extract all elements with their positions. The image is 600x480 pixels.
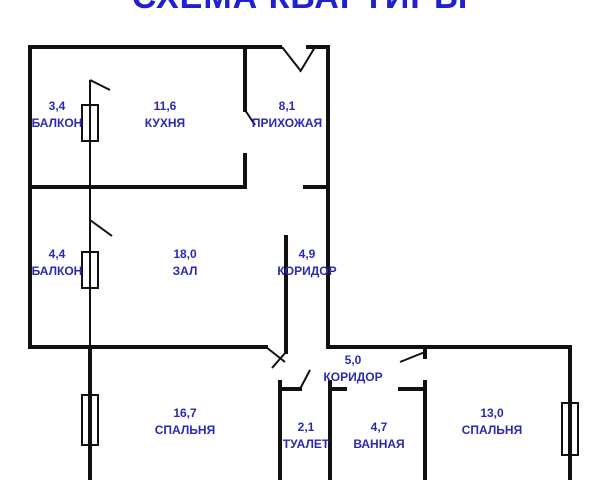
room-name: БАЛКОН [31,116,83,130]
room-label-toilet: 2,1 ТУАЛЕТ [278,419,334,453]
room-name: ЗАЛ [172,264,198,278]
room-area: 4,7 [370,420,388,434]
room-area: 4,9 [298,247,316,261]
room-name: ТУАЛЕТ [282,437,330,451]
room-label-living-room: 18,0 ЗАЛ [150,246,220,280]
room-label-kitchen: 11,6 КУХНЯ [130,98,200,132]
room-label-entrance-hall: 8,1 ПРИХОЖАЯ [248,98,326,132]
room-name: СПАЛЬНЯ [461,423,523,437]
room-name: КОРИДОР [277,264,337,278]
room-area: 4,4 [48,247,66,261]
room-area: 5,0 [344,353,362,367]
room-name: ПРИХОЖАЯ [251,116,323,130]
room-label-balcony-1: 3,4 БАЛКОН [30,98,84,132]
room-name: КУХНЯ [144,116,186,130]
room-area: 2,1 [297,420,315,434]
room-label-bathroom: 4,7 ВАННАЯ [344,419,414,453]
room-name: КОРИДОР [323,370,383,384]
walls [28,45,572,480]
doors [89,46,426,390]
room-area: 3,4 [48,99,66,113]
room-area: 18,0 [173,247,197,261]
room-label-corridor-2: 5,0 КОРИДОР [316,352,390,386]
room-area: 8,1 [278,99,296,113]
room-name: СПАЛЬНЯ [154,423,216,437]
room-label-balcony-2: 4,4 БАЛКОН [30,246,84,280]
room-area: 13,0 [480,406,504,420]
room-label-bedroom-1: 16,7 СПАЛЬНЯ [145,405,225,439]
room-area: 16,7 [173,406,197,420]
room-area: 11,6 [153,99,177,113]
balcony-walls [81,80,579,456]
room-name: БАЛКОН [31,264,83,278]
room-label-bedroom-2: 13,0 СПАЛЬНЯ [452,405,532,439]
plan-title: СХЕМА КВАРТИРЫ [0,0,600,17]
room-name: ВАННАЯ [353,437,405,451]
room-label-corridor-1: 4,9 КОРИДОР [270,246,344,280]
